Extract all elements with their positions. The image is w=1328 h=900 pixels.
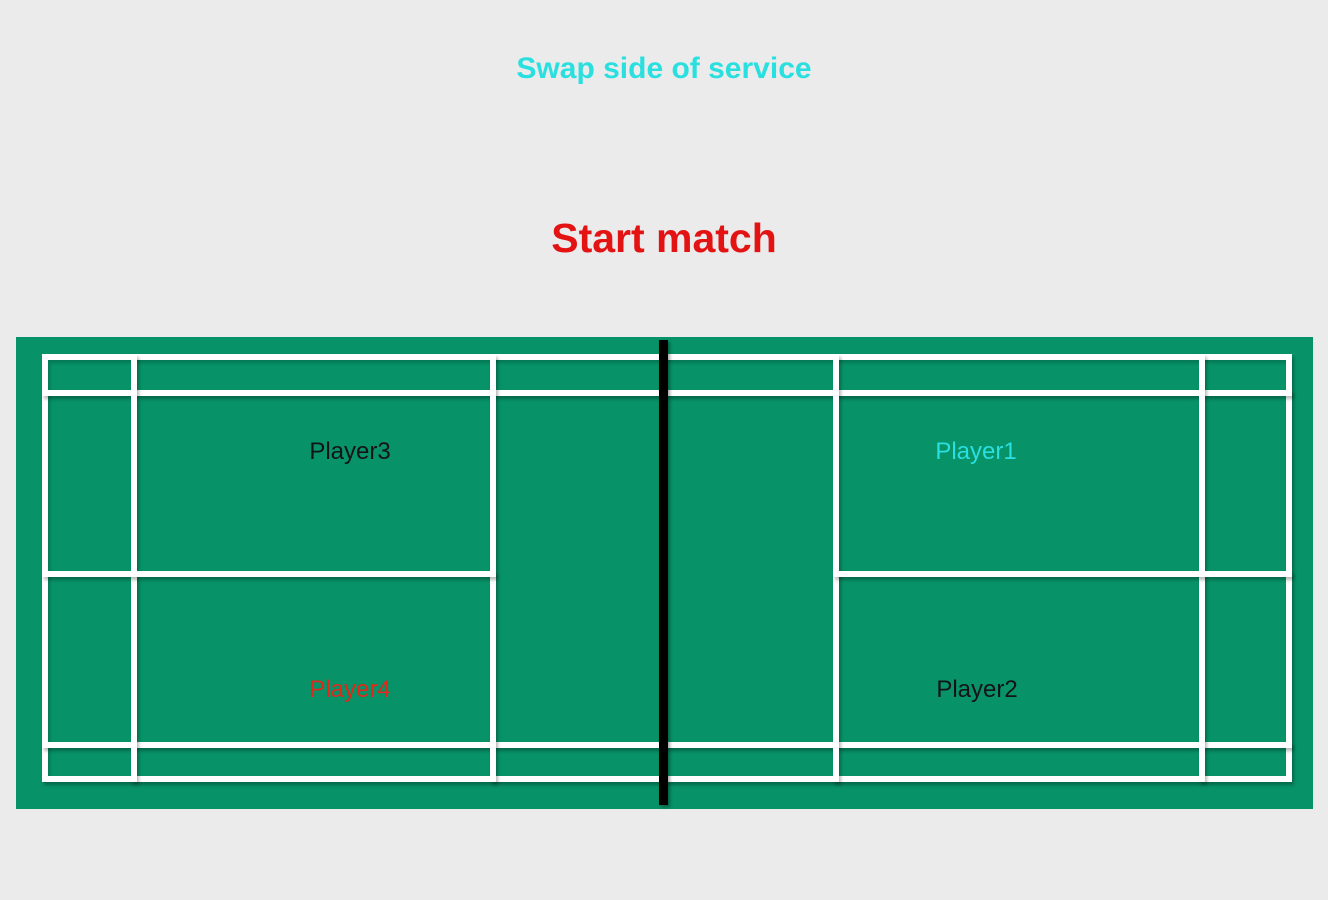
player-label-player1[interactable]: Player1 [935,438,1017,465]
center-service-line-right [833,571,1292,577]
doubles-long-service-line-left [131,354,137,782]
center-service-line-left [42,571,496,577]
start-match-button[interactable]: Start match [551,215,777,261]
badminton-court: Player3 Player1 Player4 Player2 [16,337,1313,809]
player-label-player2[interactable]: Player2 [936,676,1018,703]
player-label-player4[interactable]: Player4 [309,676,391,703]
short-service-line-right [833,354,839,782]
player-label-player3[interactable]: Player3 [309,438,391,465]
short-service-line-left [490,354,496,782]
swap-side-of-service-button[interactable]: Swap side of service [516,52,812,85]
doubles-long-service-line-right [1199,354,1205,782]
net-line [659,340,668,805]
